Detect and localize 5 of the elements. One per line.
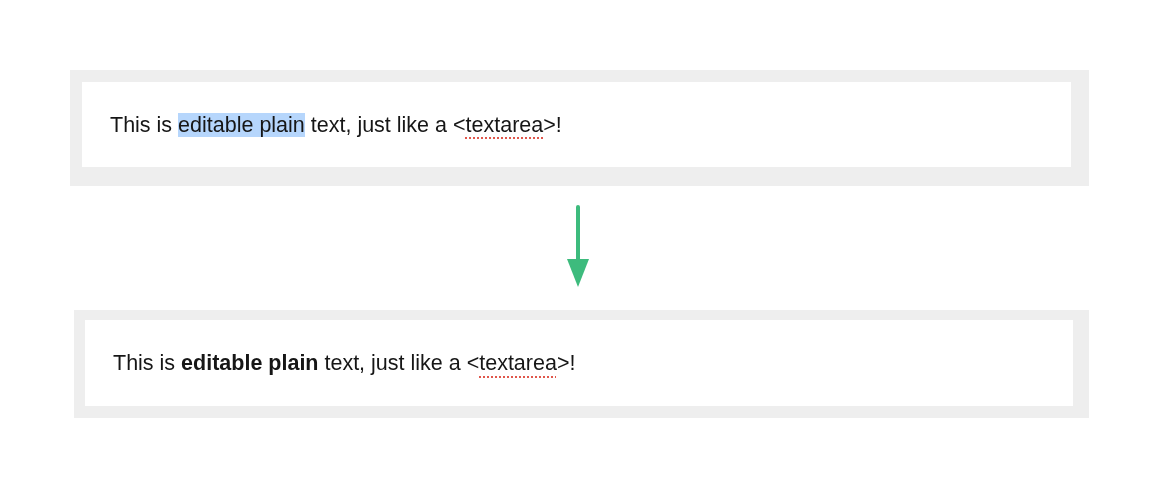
text-editor-panel (70, 70, 1089, 186)
editor-text: This is editable plain text, just like a <textarea>! (110, 111, 562, 138)
arrow (567, 205, 589, 287)
text-editor-panel (74, 310, 1089, 418)
editor-text: This is editable plain text, just like a <textarea>! (113, 350, 576, 376)
